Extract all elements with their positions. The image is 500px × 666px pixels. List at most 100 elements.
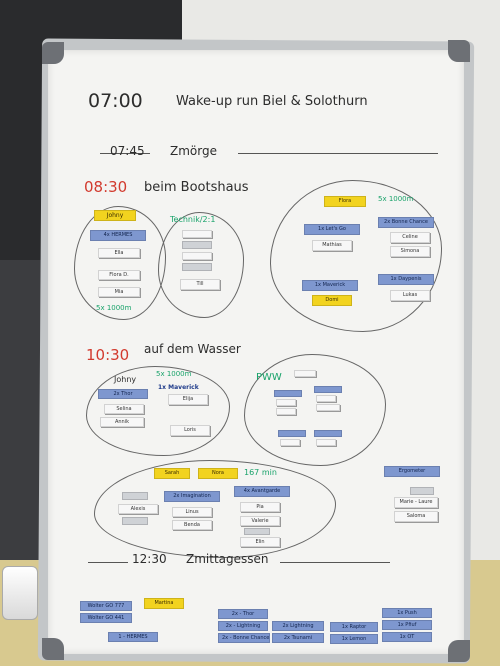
breakfast-line-right <box>238 153 438 154</box>
card-sarah: Sarah <box>154 468 190 479</box>
card-annik: Annik <box>100 417 144 427</box>
card-maverick1: 1x Maverick <box>302 280 358 291</box>
card-daypenis: 1x Daypenis <box>378 274 434 285</box>
group2-cloud <box>270 180 442 332</box>
pww-card-2 <box>274 390 302 397</box>
card-loris: Loris <box>170 425 210 436</box>
section2-text: auf dem Wasser <box>144 342 241 356</box>
technik-card-4 <box>182 263 212 271</box>
card-avantgarde: 4x Avantgarde <box>234 486 290 497</box>
group4-note: 167 min <box>244 468 277 477</box>
card-wolter1: Wolter GO 777 <box>80 601 132 611</box>
card-mathias: Mathias <box>312 240 352 251</box>
card-flora-d: Flora D. <box>98 270 140 280</box>
group3-note: 5x 1000m <box>156 370 192 378</box>
section1-time: 08:30 <box>84 178 128 196</box>
group4-cloud <box>94 460 336 558</box>
card-wolter2: Wolter GO 441 <box>80 613 132 623</box>
pww-card-9 <box>280 439 300 446</box>
breakfast-text: Zmörge <box>170 144 217 158</box>
pww-card-8 <box>278 430 306 437</box>
technik-card-1 <box>182 230 212 238</box>
card-selina: Selina <box>104 404 144 414</box>
card-ergometer: Ergometer <box>384 466 440 477</box>
card-thor-bottom: 2x - Thor <box>218 609 268 619</box>
card-raptor: 1x Raptor <box>330 622 378 632</box>
card-johny: Johny <box>94 210 136 221</box>
group3-maverick: 1x Maverick <box>158 384 199 391</box>
group3-cloud <box>86 366 230 456</box>
group4-small-card-1 <box>122 492 148 500</box>
card-ot: 1x OT <box>382 632 432 642</box>
corner-top-left <box>42 42 64 64</box>
card-till: Till <box>180 279 220 290</box>
pww-card-4 <box>276 408 296 415</box>
pww-card-10 <box>314 430 342 437</box>
card-nora: Nora <box>198 468 238 479</box>
card-valerie: Valerie <box>240 516 280 526</box>
section1-text: beim Bootshaus <box>144 180 249 195</box>
pww-card-5 <box>314 386 342 393</box>
card-alexis: Alexis <box>118 504 158 514</box>
section2-time: 10:30 <box>86 346 130 364</box>
group1-note: 5x 1000m <box>96 304 132 312</box>
card-simona: Simona <box>390 246 430 257</box>
pww-card-1 <box>294 370 316 377</box>
group4-small-card-3 <box>244 528 270 535</box>
card-mia: Mia <box>98 287 140 297</box>
lunch-line-right <box>280 562 390 563</box>
ergometer-small-card <box>410 487 434 495</box>
lunch-text: Zmittagessen <box>186 552 269 566</box>
group4-small-card-2 <box>122 517 148 525</box>
card-ella: Ella <box>98 248 140 258</box>
pww-card-11 <box>316 439 336 446</box>
technik-cloud <box>158 212 244 318</box>
group2-note: 5x 1000m <box>378 195 414 203</box>
technik-card-3 <box>182 252 212 260</box>
technik-card-2 <box>182 241 212 249</box>
card-martina: Martina <box>144 598 184 609</box>
whiteboard: 07:00 Wake-up run Biel & Solothurn 07:45… <box>42 40 470 662</box>
card-elija: Elija <box>168 394 208 405</box>
card-hermes: 4x HERMES <box>90 230 146 241</box>
card-lukas: Lukas <box>390 290 430 301</box>
pww-card-6 <box>316 395 336 402</box>
card-pfiuf: 1x Pfiuf <box>382 620 432 630</box>
card-marie-laure: Marie - Laure <box>394 497 438 508</box>
lunch-line-left <box>88 562 128 563</box>
card-bonne-chance: 2x Bonne Chance <box>378 217 434 228</box>
card-lightning1: 2x - Lightning <box>218 621 268 631</box>
card-pia: Pia <box>240 502 280 512</box>
card-hermes-bottom: 1 - HERMES <box>108 632 158 642</box>
pww-card-3 <box>276 399 296 406</box>
card-lets-go: 1x Let's Go <box>304 224 360 235</box>
lunch-time: 12:30 <box>132 552 167 566</box>
card-bonne-bottom: 2x - Bonne Chance <box>218 633 270 643</box>
card-flora: Flora <box>324 196 366 207</box>
card-thor: 2x Thor <box>98 389 148 399</box>
card-lightning2: 2x Lightning <box>272 621 324 631</box>
card-celine: Celine <box>390 232 430 243</box>
corner-bottom-left <box>42 638 64 660</box>
title-time: 07:00 <box>88 90 143 112</box>
card-push: 1x Push <box>382 608 432 618</box>
corner-bottom-right <box>448 640 470 662</box>
card-benda: Benda <box>172 520 212 530</box>
card-lemon: 1x Lemon <box>330 634 378 644</box>
title-text: Wake-up run Biel & Solothurn <box>176 94 368 109</box>
card-elin: Elin <box>240 537 280 547</box>
corner-top-right <box>448 40 470 62</box>
card-domi: Domi <box>312 295 352 306</box>
card-imagination: 2x Imagination <box>164 491 220 502</box>
pww-label: PWW <box>256 372 282 383</box>
group1-cloud <box>74 206 166 320</box>
card-linus: Linus <box>172 507 212 517</box>
card-saloma: Saloma <box>394 511 438 522</box>
breakfast-time: 07:45 <box>110 144 145 158</box>
breakfast-line-left <box>100 153 150 154</box>
card-tsunami: 2x Tsunami <box>272 633 324 643</box>
yogurt-cup <box>2 566 38 620</box>
group3-johny: Johny <box>114 375 137 384</box>
pww-card-7 <box>316 404 340 411</box>
pww-cloud <box>244 354 386 466</box>
